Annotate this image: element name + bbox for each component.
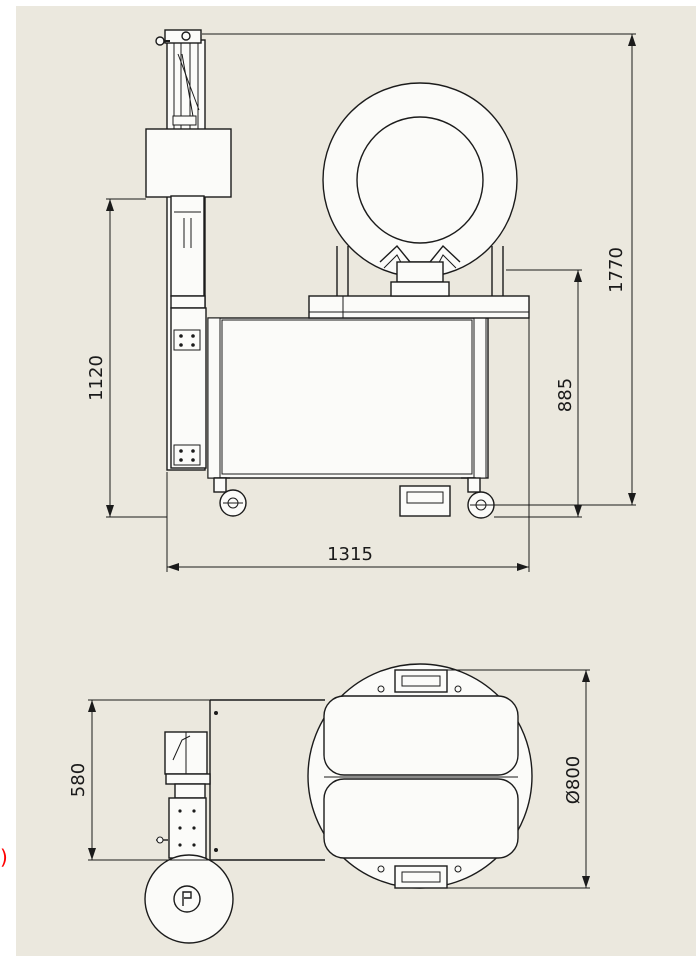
front-elevation-view: 1770 1120 885 1315	[86, 29, 636, 572]
casters	[213, 477, 495, 519]
upright-column	[145, 29, 232, 471]
dimension-total-height: 1770	[606, 247, 627, 293]
dimension-side-height: 1120	[86, 355, 107, 401]
strap-ring-assembly	[322, 82, 518, 297]
plan-column-assembly	[144, 731, 234, 944]
machine-base	[207, 295, 530, 517]
dimension-total-length: 1315	[327, 544, 373, 565]
plan-view: 580 Ø800	[68, 663, 590, 944]
plan-dimension-lines	[88, 669, 590, 889]
dimension-top-view-width: 580	[68, 763, 89, 797]
plan-ring-assembly	[307, 663, 533, 889]
left-edge-fragment: )	[0, 845, 8, 869]
dimension-ring-diameter: Ø800	[563, 756, 584, 805]
dimension-table-height: 885	[555, 378, 576, 412]
front-dimension-lines	[106, 33, 636, 572]
